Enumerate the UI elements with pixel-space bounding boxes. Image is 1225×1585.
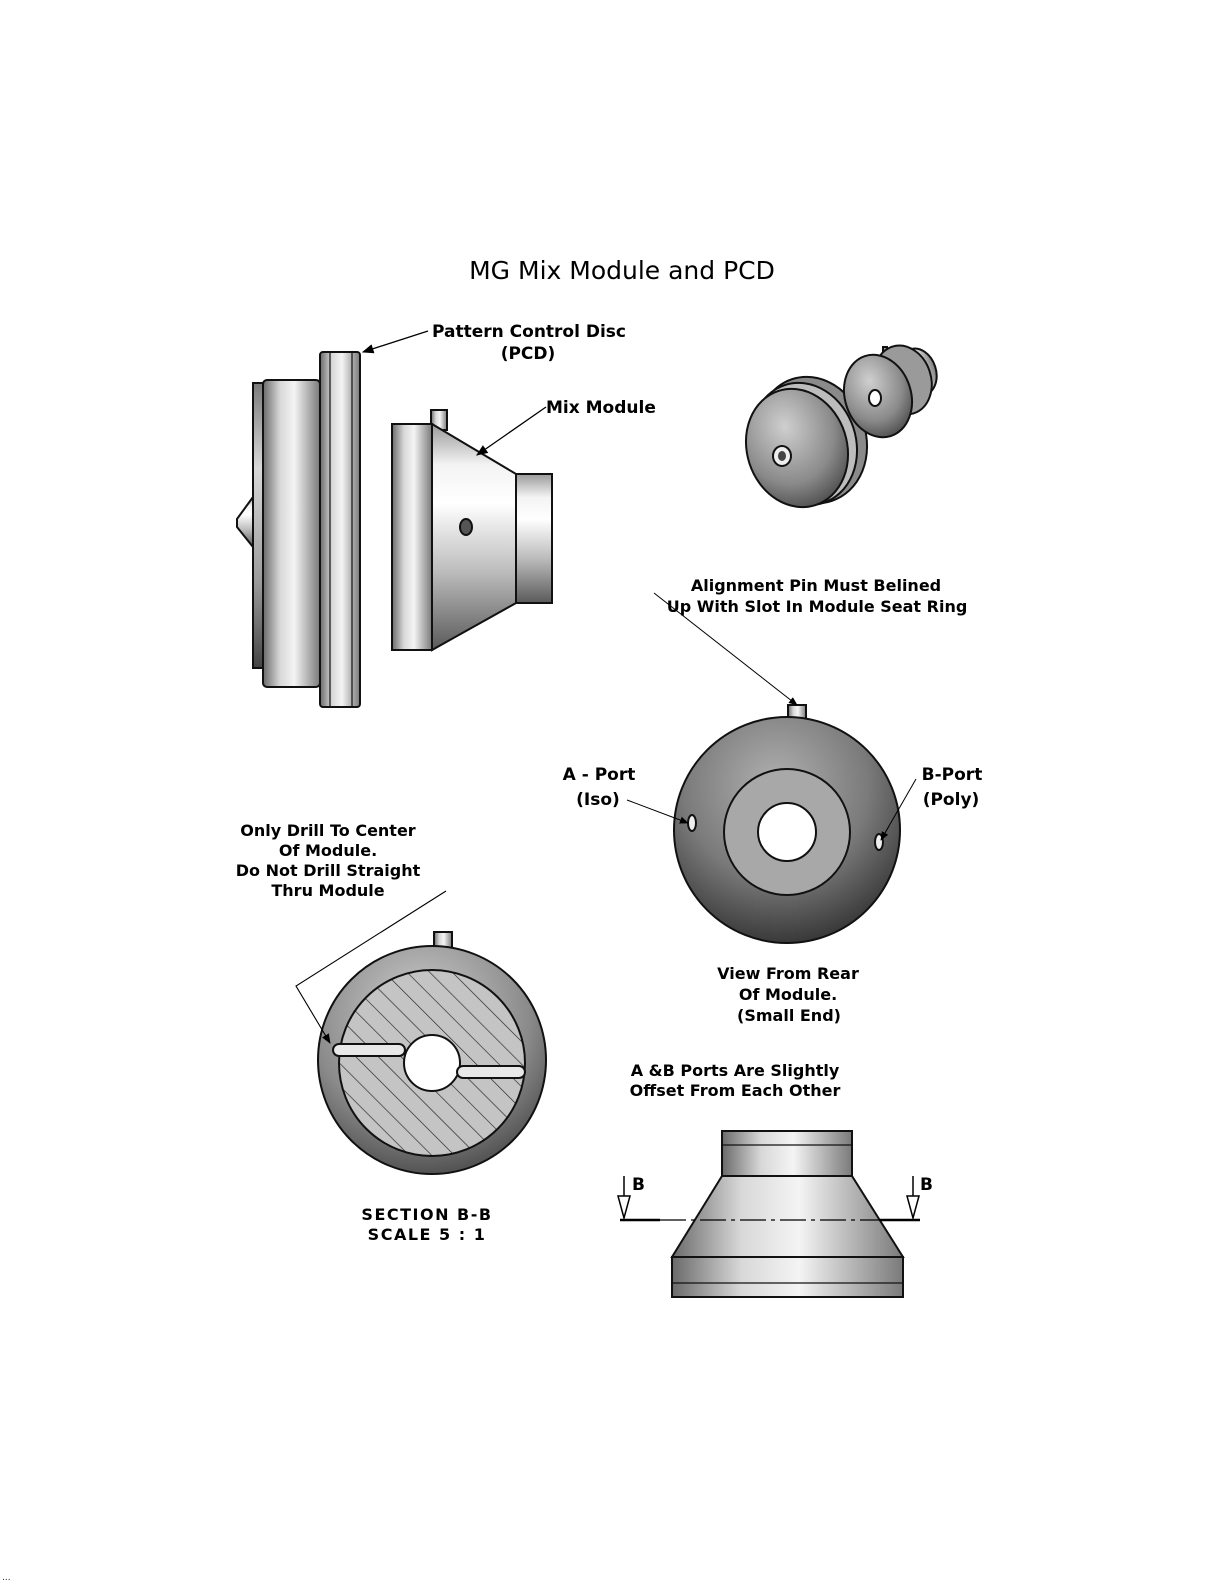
section-line-b-b — [617, 1176, 920, 1222]
section-scale-label: SCALE 5 : 1 — [368, 1225, 487, 1244]
b-port-label: B-Port — [922, 765, 983, 785]
alignment-pin-label: Alignment Pin Must Belined — [691, 576, 941, 595]
b-port-poly-label: (Poly) — [923, 790, 980, 810]
a-port-iso-label: (Iso) — [576, 790, 620, 810]
drill-channel-right — [456, 1065, 526, 1079]
drill-note-label-2: Of Module. — [279, 841, 377, 860]
pcd-label: Pattern Control Disc — [432, 322, 626, 342]
rear-view-label-3: (Small End) — [737, 1006, 841, 1025]
alignment-pin-label-2: Up With Slot In Module Seat Ring — [667, 597, 968, 616]
b-port-hole — [874, 833, 884, 851]
mix-module-label: Mix Module — [546, 398, 656, 418]
offset-note-label-2: Offset From Each Other — [630, 1081, 841, 1100]
rear-view-label: View From Rear — [717, 964, 859, 983]
pcd-side-view — [236, 351, 361, 708]
rear-view-label-2: Of Module. — [739, 985, 837, 1004]
port-hole — [459, 518, 473, 536]
page-title: MG Mix Module and PCD — [469, 256, 775, 285]
drill-note-label-3: Do Not Drill Straight — [236, 861, 421, 880]
section-b-b-view — [317, 931, 547, 1175]
offset-note-label: A &B Ports Are Slightly — [631, 1061, 840, 1080]
drill-note-label-4: Thru Module — [271, 881, 384, 900]
section-label: SECTION B-B — [361, 1205, 492, 1224]
mix-module-side-view — [391, 409, 553, 652]
section-mark-left: B — [632, 1175, 645, 1195]
rear-view-module — [673, 704, 901, 944]
section-mark-right: B — [920, 1175, 933, 1195]
module-side-view — [670, 1130, 905, 1298]
corner-mark: ... — [2, 1573, 11, 1583]
pcd-abbrev-label: (PCD) — [501, 344, 556, 364]
isometric-assembly — [744, 344, 938, 509]
a-port-hole — [687, 814, 697, 832]
drill-note-label: Only Drill To Center — [240, 821, 416, 840]
drill-channel-left — [332, 1043, 406, 1057]
a-port-label: A - Port — [563, 765, 636, 785]
